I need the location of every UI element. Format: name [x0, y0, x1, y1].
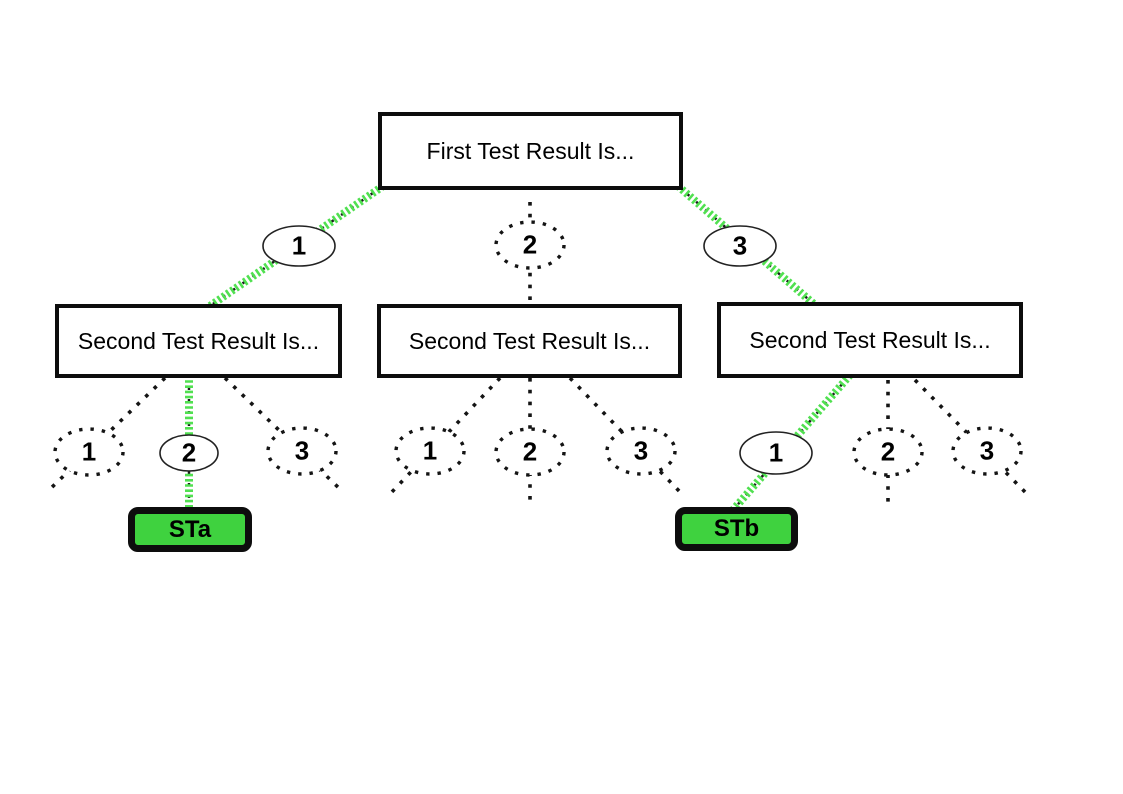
branch-label-left-3: 3 — [294, 435, 310, 466]
node-second-test-mid: Second Test Result Is... — [377, 304, 682, 378]
branch-ellipse-l1-2 — [494, 220, 566, 270]
terminal-stb: STb — [675, 507, 798, 551]
node-second-test-right: Second Test Result Is... — [717, 302, 1023, 378]
connector-mid-branch-3 — [568, 376, 684, 496]
branch-ellipse-right-3 — [951, 426, 1023, 476]
branch-ellipse-left-1 — [53, 427, 125, 477]
node-second-test-left: Second Test Result Is... — [55, 304, 342, 378]
branch-label-left-1: 1 — [81, 436, 97, 467]
branch-ellipse-mid-1 — [394, 426, 466, 476]
branch-ellipse-right-2 — [852, 427, 924, 477]
branch-label-l1-2: 2 — [522, 229, 538, 260]
branch-ellipse-right-1 — [739, 431, 813, 475]
connector-mid-branch-1 — [388, 376, 502, 496]
branch-label-mid-2: 2 — [522, 436, 538, 467]
connector-right-branch-3 — [913, 378, 1029, 496]
branch-label-right-3: 3 — [979, 435, 995, 466]
branch-label-mid-3: 3 — [633, 435, 649, 466]
branch-label-right-2: 2 — [880, 436, 896, 467]
branch-ellipse-left-3 — [266, 426, 338, 476]
branch-label-right-1: 1 — [768, 437, 784, 468]
branch-label-l1-3: 3 — [732, 230, 748, 261]
branch-label-left-2: 2 — [181, 437, 197, 468]
terminal-sta: STa — [128, 507, 252, 552]
branch-ellipse-l1-1 — [262, 225, 336, 267]
branch-ellipse-mid-3 — [605, 426, 677, 476]
branch-label-mid-1: 1 — [422, 435, 438, 466]
branch-label-l1-1: 1 — [291, 230, 307, 261]
branch-ellipse-mid-2 — [494, 427, 566, 477]
branch-ellipse-left-2 — [159, 434, 219, 472]
node-first-test: First Test Result Is... — [378, 112, 683, 190]
branch-ellipse-l1-3 — [703, 225, 777, 267]
